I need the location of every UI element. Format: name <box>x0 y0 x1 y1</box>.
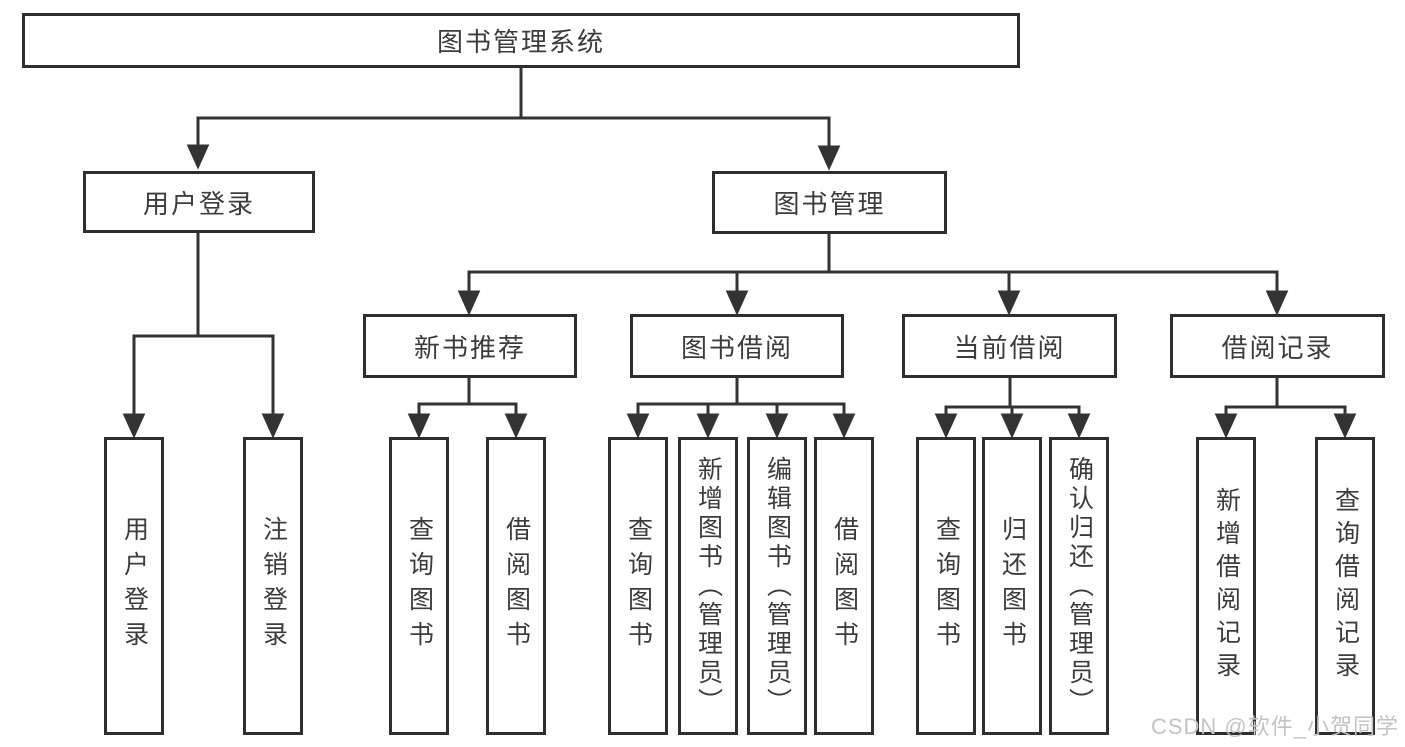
leaf-logout-label: 注销登录 <box>259 516 288 656</box>
leaf-recommend-query-books-label: 查询图书 <box>405 516 434 656</box>
leaf-recommend-borrow-books-label: 借阅图书 <box>502 516 531 656</box>
leaf-recommend-borrow-books: 借阅图书 <box>486 437 546 735</box>
node-book-management-label: 图书管理 <box>773 189 886 219</box>
node-user-login: 用户登录 <box>83 171 315 233</box>
leaf-borrow-query-books-label: 查询图书 <box>624 516 653 656</box>
leaf-records-add-record-label: 新增借阅记录 <box>1212 487 1241 685</box>
leaf-borrow-borrow-books: 借阅图书 <box>814 437 874 735</box>
leaf-login: 用户登录 <box>104 437 164 735</box>
node-current-borrow-label: 当前借阅 <box>953 332 1066 363</box>
csdn-watermark: CSDN @软件_小贺同学 <box>1150 714 1399 739</box>
leaf-current-return-books: 归还图书 <box>982 437 1042 735</box>
leaf-current-confirm-return: 确认归还（管理员） <box>1049 437 1109 735</box>
leaf-current-return-books-label: 归还图书 <box>998 516 1027 656</box>
leaf-recommend-query-books: 查询图书 <box>389 437 449 735</box>
leaf-borrow-add-books: 新增图书（管理员） <box>678 437 738 735</box>
node-borrow-records: 借阅记录 <box>1170 314 1385 378</box>
node-new-book-recommend-label: 新书推荐 <box>413 332 526 363</box>
leaf-borrow-edit-books: 编辑图书（管理员） <box>747 437 807 735</box>
leaf-current-query-books: 查询图书 <box>916 437 976 735</box>
node-root: 图书管理系统 <box>22 13 1020 68</box>
leaf-current-confirm-return-label: 确认归还（管理员） <box>1065 455 1094 717</box>
leaf-current-query-books-label: 查询图书 <box>932 516 961 656</box>
node-book-borrow: 图书借阅 <box>630 314 844 378</box>
leaf-records-add-record: 新增借阅记录 <box>1196 437 1256 735</box>
leaf-borrow-add-books-label: 新增图书（管理员） <box>694 455 723 717</box>
leaf-login-label: 用户登录 <box>120 516 149 656</box>
leaf-borrow-borrow-books-label: 借阅图书 <box>830 516 859 656</box>
node-book-borrow-label: 图书借阅 <box>680 332 793 363</box>
node-book-management: 图书管理 <box>712 171 947 234</box>
leaf-borrow-edit-books-label: 编辑图书（管理员） <box>763 455 792 717</box>
node-root-label: 图书管理系统 <box>436 27 605 57</box>
leaf-records-query-record-label: 查询借阅记录 <box>1331 487 1360 685</box>
node-current-borrow: 当前借阅 <box>902 314 1117 378</box>
leaf-records-query-record: 查询借阅记录 <box>1315 437 1375 735</box>
node-borrow-records-label: 借阅记录 <box>1221 332 1334 363</box>
node-new-book-recommend: 新书推荐 <box>363 314 577 378</box>
node-user-login-label: 用户登录 <box>142 188 255 219</box>
leaf-borrow-query-books: 查询图书 <box>608 437 668 735</box>
leaf-logout: 注销登录 <box>243 437 303 735</box>
